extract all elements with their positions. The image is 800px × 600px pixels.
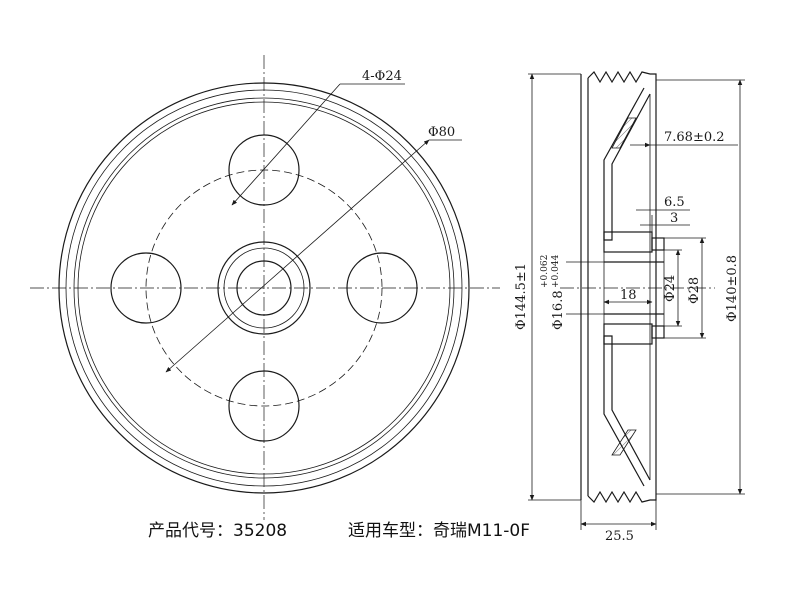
- od-label: Φ144.5±1: [514, 263, 529, 330]
- bore-tol-upper: +0.062: [540, 255, 550, 288]
- bottom-grooves: [587, 484, 657, 504]
- section-view: 25.5 Φ144.5±1 Φ140±0.8 7.68±0.2 6.5 3 18…: [514, 70, 745, 544]
- hub-upper: [603, 231, 653, 253]
- pcd-leader: [165, 139, 430, 373]
- hub-lower: [603, 323, 653, 345]
- rim-inner-circle: [65, 89, 463, 487]
- pcd-label: Φ80: [428, 125, 455, 140]
- d24-label: Φ24: [663, 275, 678, 302]
- offset-label: 7.68±0.2: [664, 130, 725, 145]
- web-hatch-bottom: [611, 429, 637, 456]
- front-view: 4-Φ24 Φ80: [30, 55, 500, 520]
- vehicle-caption: 适用车型：奇瑞M11-0F: [348, 521, 531, 541]
- hub-step-lower: [651, 325, 665, 339]
- product-code-caption: 产品代号：35208: [148, 521, 288, 541]
- bore-tol-lower: +0.044: [551, 254, 561, 288]
- bore-label: Φ16.8: [551, 290, 566, 330]
- hub-step-upper: [651, 237, 665, 251]
- hub-length-label: 18: [620, 288, 637, 303]
- gd-label: Φ140±0.8: [725, 255, 740, 322]
- outer-rim-circle: [58, 82, 470, 494]
- step-small-label: 3: [670, 211, 678, 226]
- width-label: 25.5: [605, 529, 634, 544]
- d28-label: Φ28: [687, 277, 702, 304]
- rim-groove-inner-circle: [77, 101, 451, 475]
- holes-leader: [231, 83, 341, 206]
- holes-label: 4-Φ24: [362, 69, 402, 84]
- top-grooves: [587, 70, 657, 90]
- rim-groove-circle: [73, 97, 455, 479]
- step-label: 6.5: [664, 195, 685, 210]
- web-bottom: [603, 335, 651, 487]
- web-top: [603, 87, 651, 241]
- web-hatch-top: [611, 117, 637, 149]
